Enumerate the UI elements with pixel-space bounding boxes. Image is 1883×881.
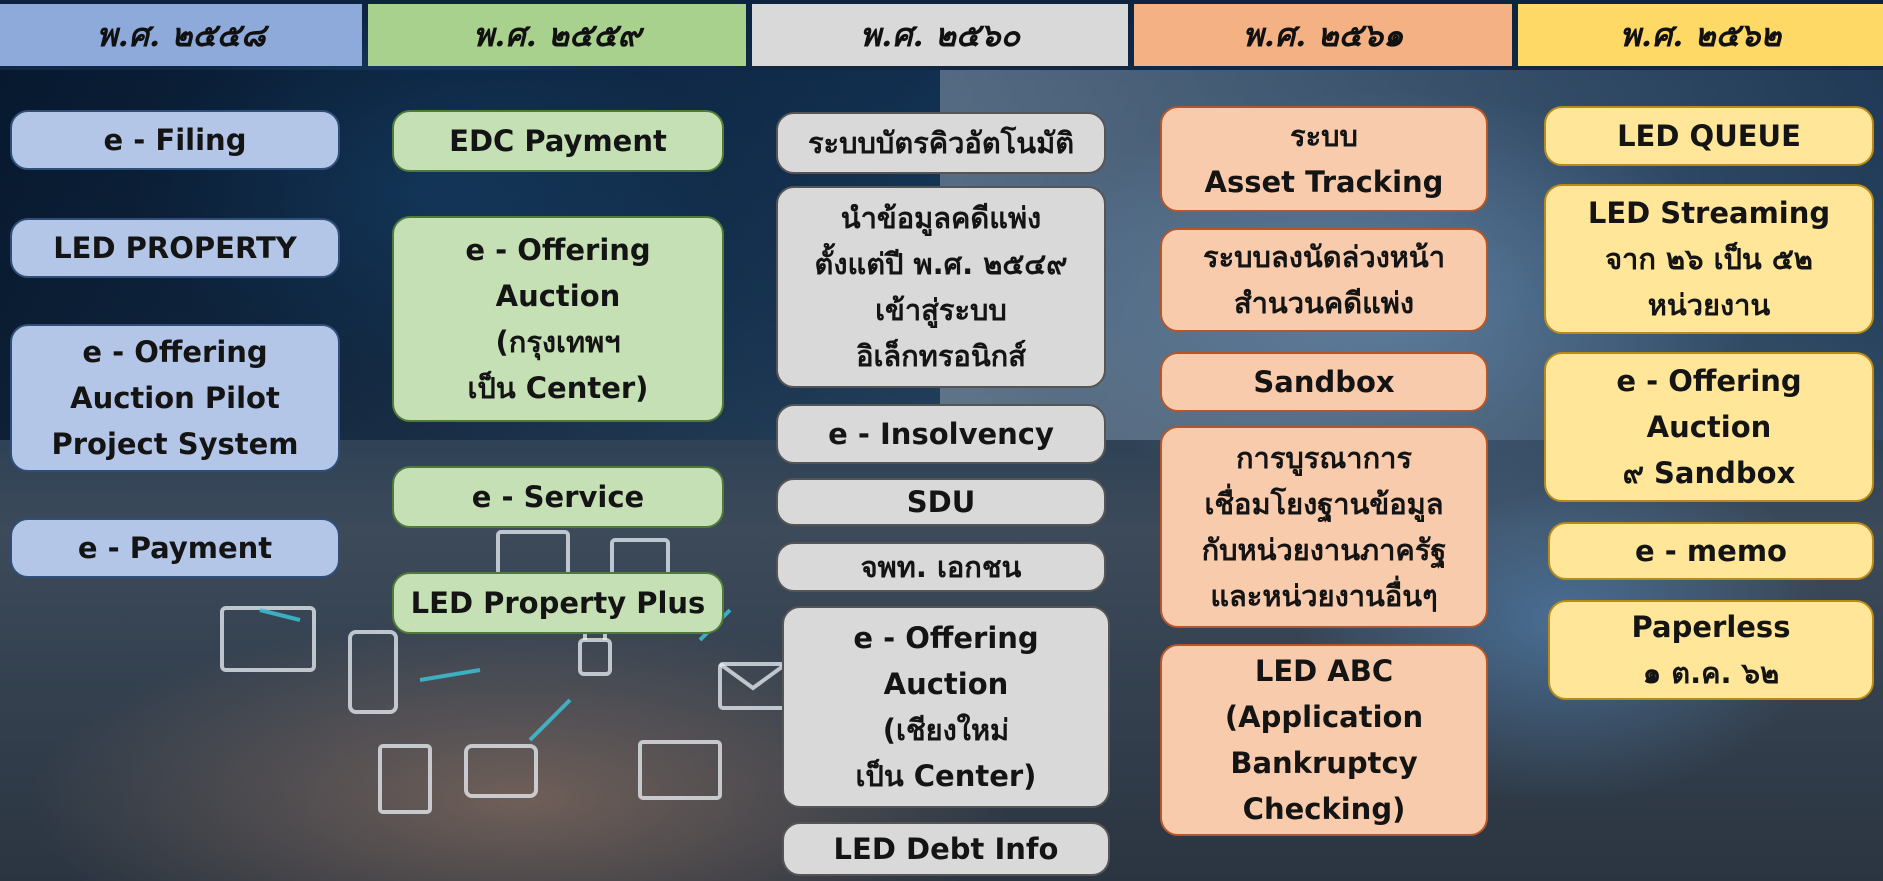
item-label: e - Offering Auction ๙ Sandbox <box>1616 364 1802 490</box>
item-label: e - Insolvency <box>828 417 1054 451</box>
item-label: LED Property Plus <box>410 586 706 620</box>
item-label: e - Offering Auction (กรุงเทพฯ เป็น Cent… <box>465 233 651 405</box>
year-header-2560: พ.ศ. ๒๕๖๐ <box>752 4 1128 66</box>
year-header-label: พ.ศ. ๒๕๕๘ <box>96 15 266 54</box>
item-e-offering-pilot: e - Offering Auction Pilot Project Syste… <box>10 324 340 472</box>
year-header-label: พ.ศ. ๒๕๖๒ <box>1619 15 1782 54</box>
item-edc-payment: EDC Payment <box>392 110 724 172</box>
item-label: LED PROPERTY <box>53 231 297 265</box>
item-label: ระบบ Asset Tracking <box>1204 119 1444 199</box>
item-label: EDC Payment <box>449 124 667 158</box>
item-label: จพท. เอกชน <box>860 550 1022 584</box>
item-label: Sandbox <box>1253 365 1395 399</box>
item-e-payment: e - Payment <box>10 518 340 578</box>
item-label: LED Debt Info <box>833 832 1059 866</box>
year-header-2562: พ.ศ. ๒๕๖๒ <box>1518 4 1883 66</box>
year-header-label: พ.ศ. ๒๕๖๑ <box>1242 15 1404 54</box>
year-header-label: พ.ศ. ๒๕๖๐ <box>860 15 1020 54</box>
item-led-property: LED PROPERTY <box>10 218 340 278</box>
item-led-queue: LED QUEUE <box>1544 106 1874 166</box>
item-label: LED ABC (Application Bankruptcy Checking… <box>1224 654 1424 826</box>
year-header-2559: พ.ศ. ๒๕๕๙ <box>368 4 746 66</box>
item-label: e - Payment <box>77 531 273 565</box>
item-label: LED QUEUE <box>1617 119 1801 153</box>
item-sandbox: Sandbox <box>1160 352 1488 412</box>
item-led-debt-info: LED Debt Info <box>782 822 1110 876</box>
item-led-property-plus: LED Property Plus <box>392 572 724 634</box>
tablet-icon <box>348 630 398 714</box>
mail-flap-icon <box>718 662 788 691</box>
item-label: Paperless ๑ ต.ค. ๖๒ <box>1631 610 1791 690</box>
item-label: e - Offering Auction Pilot Project Syste… <box>51 335 299 461</box>
item-label: ระบบลงนัดล่วงหน้า สำนวนคดีแพ่ง <box>1203 240 1445 320</box>
item-e-offering-bangkok: e - Offering Auction (กรุงเทพฯ เป็น Cent… <box>392 216 724 422</box>
item-private-officer: จพท. เอกชน <box>776 542 1106 592</box>
item-e-offering-sandbox: e - Offering Auction ๙ Sandbox <box>1544 352 1874 502</box>
item-label: ระบบบัตรคิวอัตโนมัติ <box>807 126 1075 160</box>
item-led-streaming: LED Streaming จาก ๒๖ เป็น ๕๒ หน่วยงาน <box>1544 184 1874 334</box>
item-label: การบูรณาการ เชื่อมโยงฐานข้อมูล กับหน่วยง… <box>1201 441 1447 613</box>
item-civil-case-data: นำข้อมูลคดีแพ่ง ตั้งแต่ปี พ.ศ. ๒๕๔๙ เข้า… <box>776 186 1106 388</box>
chart-icon <box>638 740 722 800</box>
item-e-offering-chiangmai: e - Offering Auction (เชียงใหม่ เป็น Cen… <box>782 606 1110 808</box>
document-icon <box>378 744 432 814</box>
folder-icon <box>220 606 316 672</box>
item-data-integration: การบูรณาการ เชื่อมโยงฐานข้อมูล กับหน่วยง… <box>1160 426 1488 628</box>
item-asset-tracking: ระบบ Asset Tracking <box>1160 106 1488 212</box>
item-auto-queue-card: ระบบบัตรคิวอัตโนมัติ <box>776 112 1106 174</box>
item-e-filing: e - Filing <box>10 110 340 170</box>
item-paperless: Paperless ๑ ต.ค. ๖๒ <box>1548 600 1874 700</box>
year-header-label: พ.ศ. ๒๕๕๙ <box>473 15 641 54</box>
year-header-2558: พ.ศ. ๒๕๕๘ <box>0 4 362 66</box>
item-label: e - Filing <box>103 123 247 157</box>
item-label: e - Offering Auction (เชียงใหม่ เป็น Cen… <box>853 621 1039 793</box>
year-header-2561: พ.ศ. ๒๕๖๑ <box>1134 4 1512 66</box>
code-icon <box>464 744 538 798</box>
item-e-insolvency: e - Insolvency <box>776 404 1106 464</box>
item-e-memo: e - memo <box>1548 522 1874 580</box>
network-lines <box>259 608 732 742</box>
item-sdu: SDU <box>776 478 1106 526</box>
item-led-abc: LED ABC (Application Bankruptcy Checking… <box>1160 644 1488 836</box>
item-label: นำข้อมูลคดีแพ่ง ตั้งแต่ปี พ.ศ. ๒๕๔๙ เข้า… <box>814 201 1068 373</box>
item-label: e - memo <box>1635 534 1787 568</box>
item-label: LED Streaming จาก ๒๖ เป็น ๕๒ หน่วยงาน <box>1587 196 1831 322</box>
item-e-service: e - Service <box>392 466 724 528</box>
item-label: e - Service <box>471 480 645 514</box>
lock-icon <box>578 638 612 676</box>
item-advance-appointment: ระบบลงนัดล่วงหน้า สำนวนคดีแพ่ง <box>1160 228 1488 332</box>
item-label: SDU <box>906 485 976 519</box>
